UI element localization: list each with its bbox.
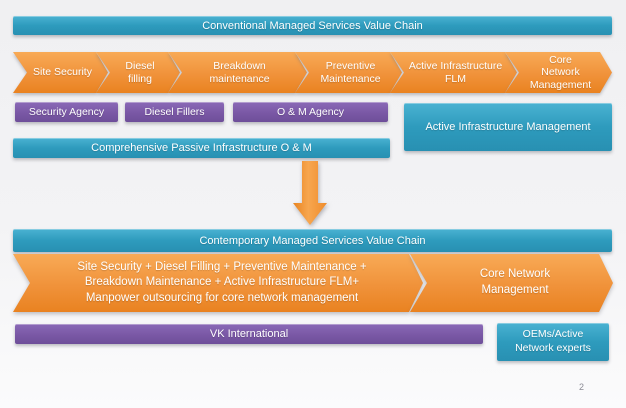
down-arrow-icon [293,161,327,225]
vk-international-bar: VK International [15,324,483,344]
vendor-box-diesel-fillers: Diesel Fillers [125,102,224,122]
chain-step-preventive-maintenance: Preventive Maintenance [295,52,402,93]
conventional-header: Conventional Managed Services Value Chai… [13,16,612,35]
chain-step-active-infrastructure-flm: Active Infrastructure FLM [390,52,517,93]
active-infrastructure-box: Active Infrastructure Management [404,103,612,151]
chain-step-site-security: Site Security [13,52,108,93]
contemporary-header: Contemporary Managed Services Value Chai… [13,229,612,252]
vendor-box-om-agency: O & M Agency [233,102,388,122]
bundled-services-chevron: Site Security + Diesel Filling + Prevent… [13,254,423,312]
chain-step-diesel-filling: Diesel filling [96,52,180,93]
vendor-box-security-agency: Security Agency [15,102,118,122]
oem-experts-box: OEMs/Active Network experts [497,323,609,361]
chain-step-label: Preventive Maintenance [295,52,402,93]
core-network-label: Core Network Management [479,268,551,296]
chain-step-label: Breakdown maintenance [168,52,307,93]
bundle-line-3: Manpower outsourcing for core network ma… [85,291,359,304]
core-network-text: Core Network Management [410,254,613,312]
page-number: 2 [579,382,585,392]
chain-step-label: Site Security [13,52,108,93]
bundle-line-1: Site Security + Diesel Filling + Prevent… [77,260,367,273]
down-arrow-shape [293,161,327,225]
chain-step-label: Core Network Management [505,52,612,93]
passive-infrastructure-bar: Comprehensive Passive Infrastructure O &… [13,138,390,158]
chain-step-label: Active Infrastructure FLM [390,52,517,93]
chain-step-core-network-management: Core Network Management [505,52,612,93]
core-network-chevron: Core Network Management [410,254,613,312]
chain-step-label: Diesel filling [96,52,180,93]
bundled-services-text: Site Security + Diesel Filling + Prevent… [13,254,423,312]
bundle-line-2: Breakdown Maintenance + Active Infrastru… [84,276,360,289]
chain-step-breakdown-maintenance: Breakdown maintenance [168,52,307,93]
